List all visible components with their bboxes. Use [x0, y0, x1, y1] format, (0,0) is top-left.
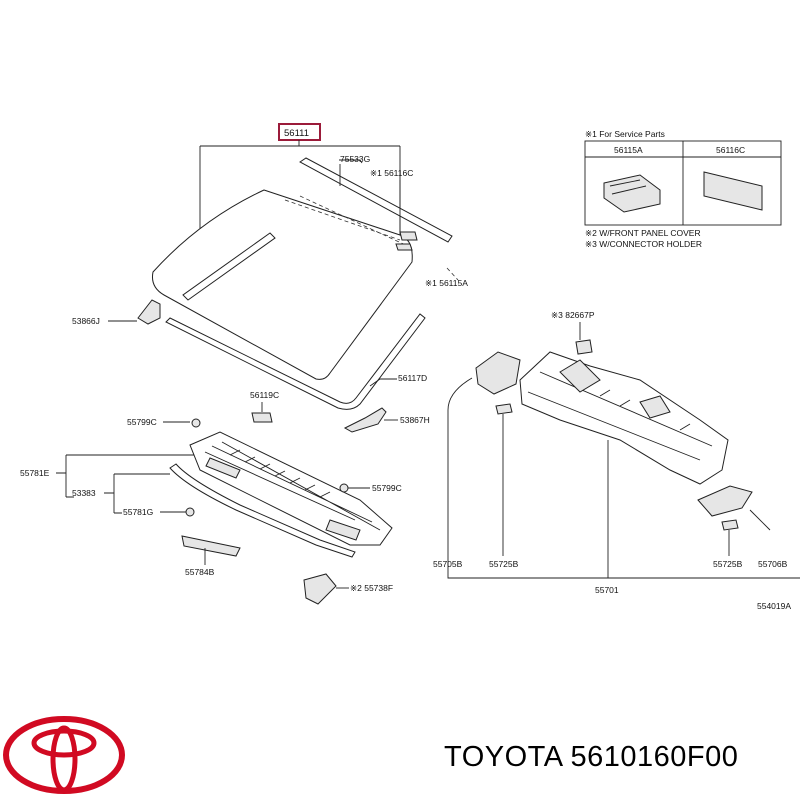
clip-55725B-a: [495, 403, 513, 415]
legend-col-56115A: 56115A: [614, 145, 643, 155]
callout-55799C-a: 55799C: [127, 417, 157, 427]
clip-55799C-b: [339, 483, 349, 493]
bracket-53867H: [343, 407, 387, 433]
glass-clip: [399, 231, 418, 241]
callout-55781E: 55781E: [20, 468, 50, 478]
callout-55738F: ※2 55738F: [350, 583, 393, 593]
part-number-footer: TOYOTA 5610160F00: [444, 741, 739, 773]
bracket-55784B: [181, 535, 241, 557]
clip-56119C: [251, 412, 273, 423]
callout-55701: 55701: [595, 585, 619, 595]
legend-note-2: ※2 W/FRONT PANEL COVER: [585, 228, 701, 238]
callout-55799C-b: 55799C: [372, 483, 402, 493]
cowl-top-panel: [519, 351, 729, 485]
callout-53867H: 53867H: [400, 415, 430, 425]
cowl-seal: [169, 463, 356, 558]
callout-82667P: ※3 82667P: [551, 310, 595, 320]
top-moulding: [299, 157, 453, 243]
glass-moulding: [182, 232, 276, 301]
callout-55706B: 55706B: [758, 559, 788, 569]
bracket-55705B: [475, 351, 521, 395]
bracket-53866J: [137, 299, 161, 325]
cowl-louver: [189, 431, 393, 546]
toyota-logo: [3, 716, 125, 794]
bracket-55706B: [697, 485, 753, 517]
callout-53383: 53383: [72, 488, 96, 498]
callout-53866J: 53866J: [72, 316, 100, 326]
lower-moulding: [165, 313, 426, 410]
highlighted-part-box[interactable]: [278, 123, 321, 141]
callout-56119C: 56119C: [250, 390, 279, 400]
clip-55799C-a: [191, 418, 201, 428]
callout-56117D: 56117D: [398, 373, 427, 383]
callout-55784B: 55784B: [185, 567, 215, 577]
figure-code: 554019A: [757, 601, 791, 611]
callout-55725B-b: 55725B: [713, 559, 743, 569]
clip-55725B-b: [721, 519, 739, 531]
legend-note-3: ※3 W/CONNECTOR HOLDER: [585, 239, 702, 249]
callout-56116C-top: ※1 56116C: [370, 168, 413, 178]
legend-col-56116C: 56116C: [716, 145, 745, 155]
callout-55705B: 55705B: [433, 559, 463, 569]
callout-75533G: 75533G: [340, 154, 370, 164]
bracket-55738F: [303, 573, 337, 605]
callout-56115A: ※1 56115A: [425, 278, 468, 288]
windshield-glass: [152, 189, 413, 380]
callout-55781G: 55781G: [123, 507, 153, 517]
service-parts-legend: ※1 For Service Parts 56115A 56116C ※2 W/…: [584, 129, 782, 249]
callout-56111: 56111: [284, 128, 309, 139]
clip-55781G: [185, 507, 195, 517]
glass-clip-2: [395, 243, 413, 251]
legend-title: ※1 For Service Parts: [585, 129, 665, 139]
clip-82667P: [575, 339, 593, 355]
callout-55725B-a: 55725B: [489, 559, 519, 569]
part-56116C-icon: [703, 171, 763, 211]
